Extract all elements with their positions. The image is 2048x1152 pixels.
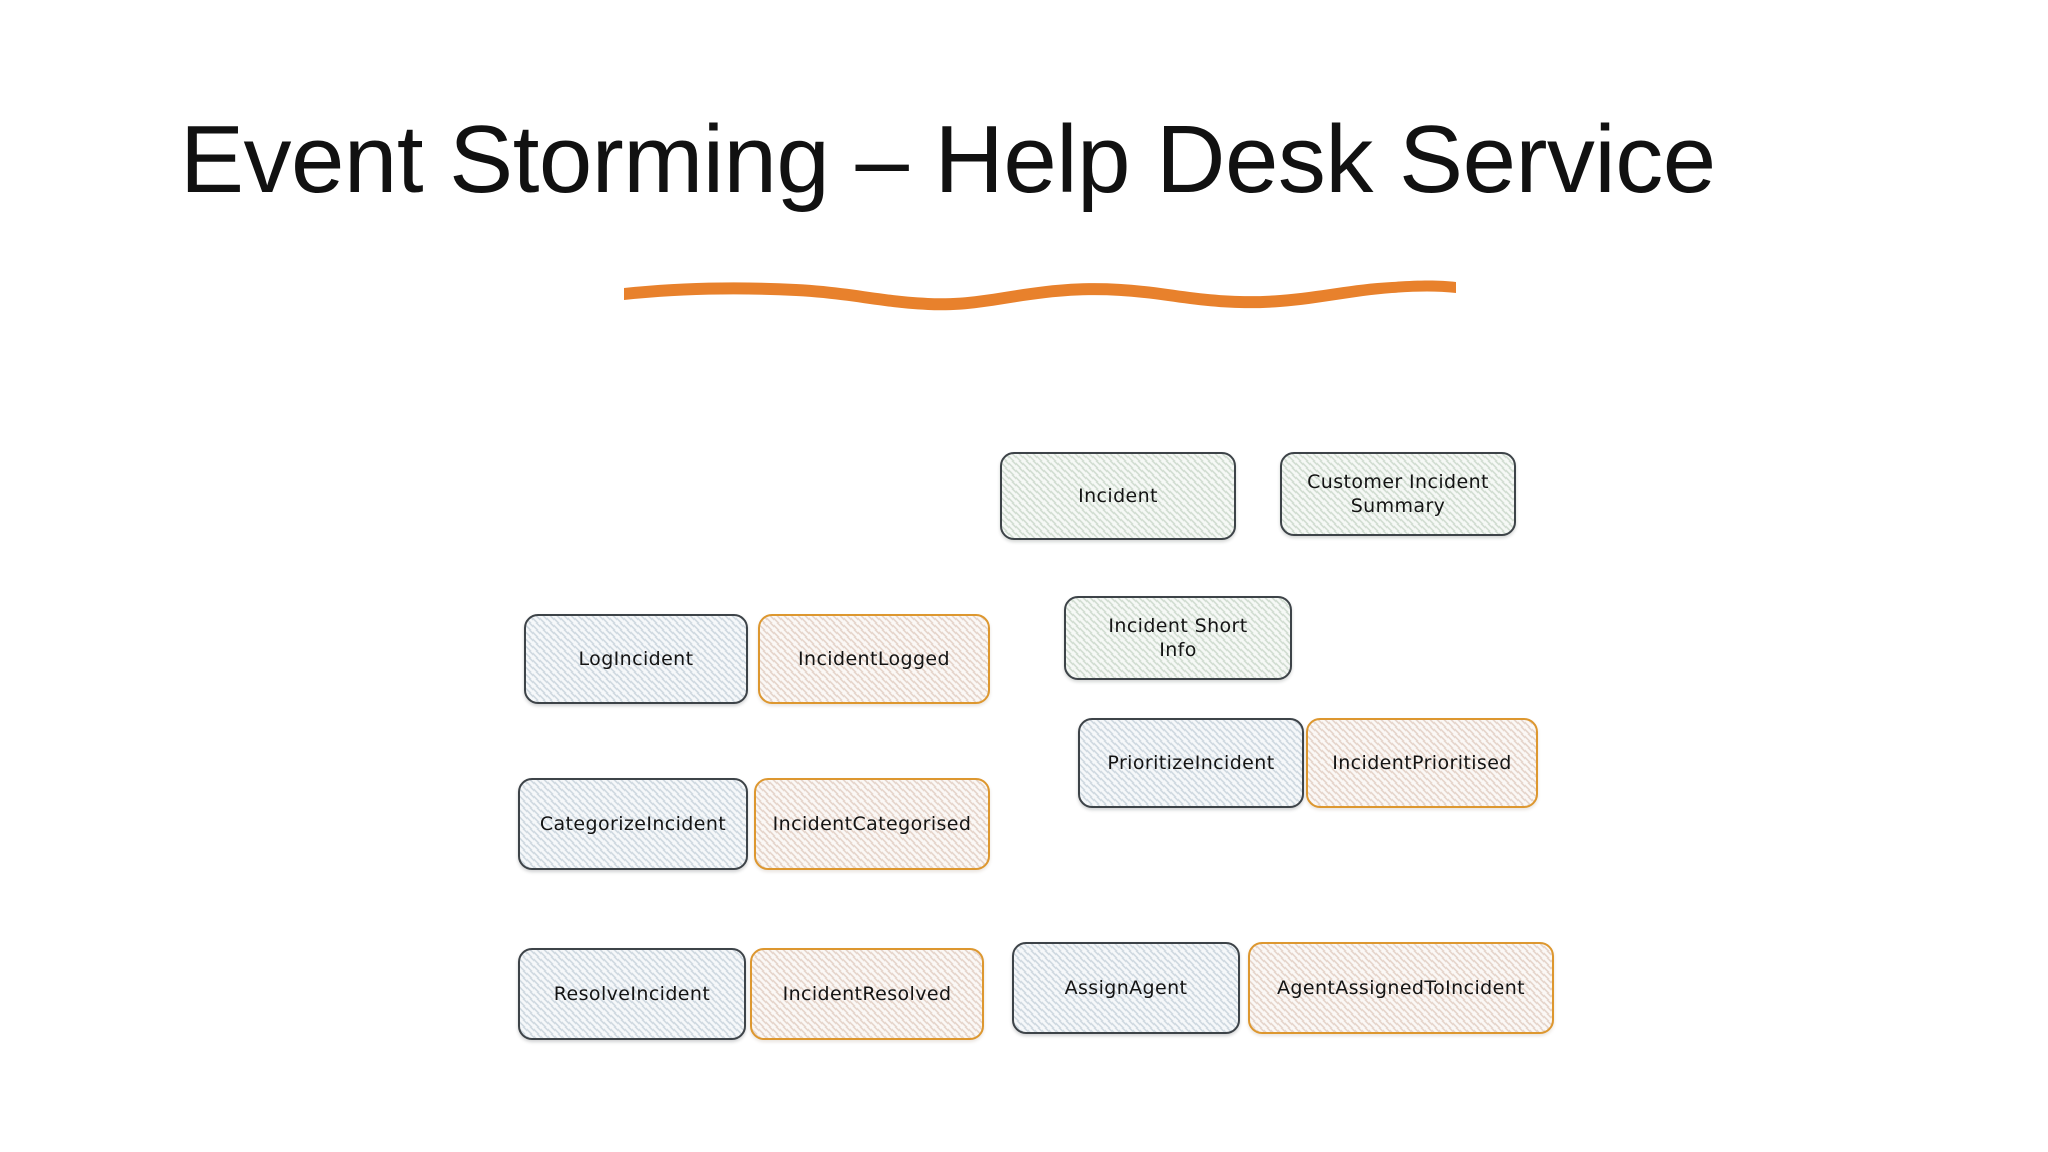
note-categorize-incident[interactable]: CategorizeIncident <box>518 778 748 870</box>
note-log-incident[interactable]: LogIncident <box>524 614 748 704</box>
note-incident-logged[interactable]: IncidentLogged <box>758 614 990 704</box>
note-label: IncidentLogged <box>798 647 950 670</box>
note-label: Incident <box>1078 484 1158 507</box>
note-label: ResolveIncident <box>553 982 711 1005</box>
note-label: Customer Incident Summary <box>1307 470 1489 517</box>
note-incident-resolved[interactable]: IncidentResolved <box>750 948 984 1040</box>
note-customer-incident-summary[interactable]: Customer Incident Summary <box>1280 452 1516 536</box>
note-resolve-incident[interactable]: ResolveIncident <box>518 948 746 1040</box>
note-label: LogIncident <box>578 647 694 670</box>
page-title: Event Storming – Help Desk Service <box>180 106 1716 213</box>
note-label: Incident Short Info <box>1108 614 1248 661</box>
note-label: IncidentResolved <box>782 982 952 1005</box>
note-label: IncidentCategorised <box>772 812 972 835</box>
note-assign-agent[interactable]: AssignAgent <box>1012 942 1240 1034</box>
note-incident-categorised[interactable]: IncidentCategorised <box>754 778 990 870</box>
note-label: AgentAssignedToIncident <box>1277 976 1525 999</box>
note-label: PrioritizeIncident <box>1107 751 1275 774</box>
note-agent-assigned-to-incident[interactable]: AgentAssignedToIncident <box>1248 942 1554 1034</box>
note-incident[interactable]: Incident <box>1000 452 1236 540</box>
note-label: CategorizeIncident <box>539 812 727 835</box>
note-label: AssignAgent <box>1064 976 1188 999</box>
note-label: IncidentPrioritised <box>1332 751 1512 774</box>
note-prioritize-incident[interactable]: PrioritizeIncident <box>1078 718 1304 808</box>
note-incident-short-info[interactable]: Incident Short Info <box>1064 596 1292 680</box>
note-incident-prioritised[interactable]: IncidentPrioritised <box>1306 718 1538 808</box>
